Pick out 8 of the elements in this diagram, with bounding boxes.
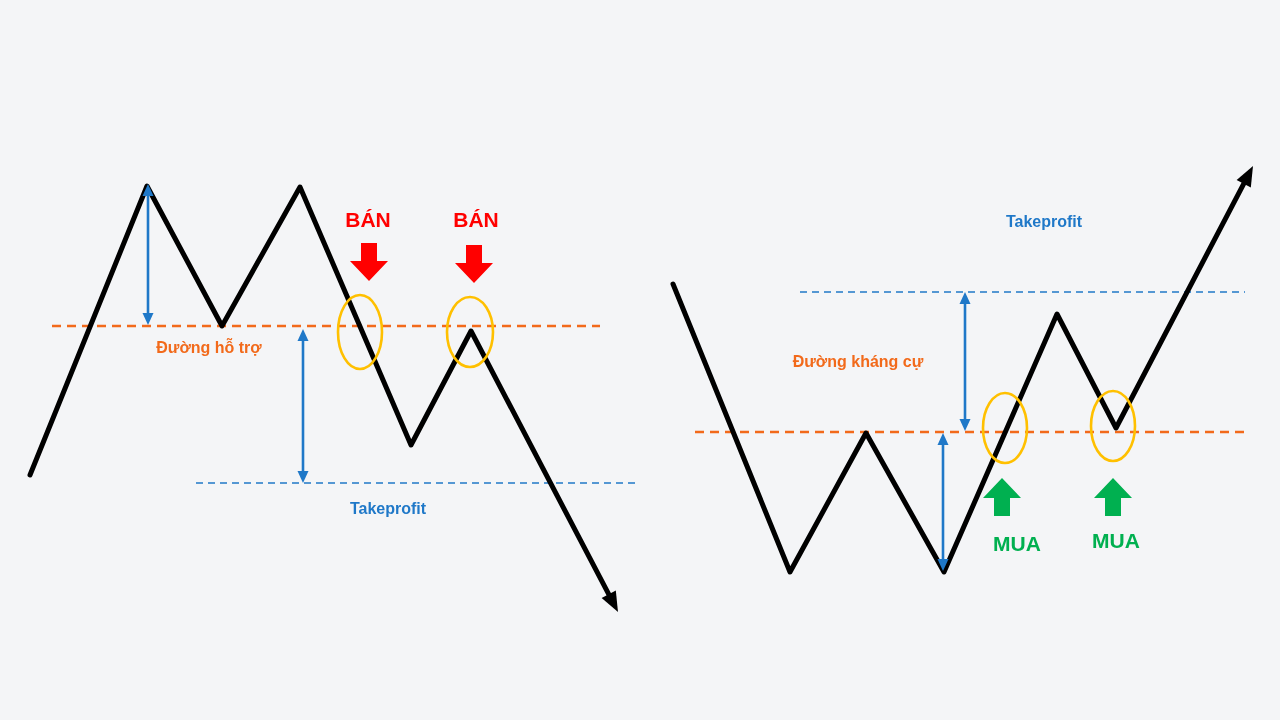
sell-signal-label: BÁN bbox=[453, 207, 499, 233]
takeprofit-label: Takeprofit bbox=[349, 499, 427, 519]
sell-signal-label: BÁN bbox=[345, 207, 391, 233]
level-line-label: Đường hỗ trợ bbox=[156, 338, 262, 358]
level-line-label: Đường kháng cự bbox=[792, 352, 924, 372]
takeprofit-label: Takeprofit bbox=[1005, 212, 1083, 232]
buy-signal-label: MUA bbox=[1092, 528, 1140, 554]
buy-signal-label: MUA bbox=[993, 531, 1041, 557]
